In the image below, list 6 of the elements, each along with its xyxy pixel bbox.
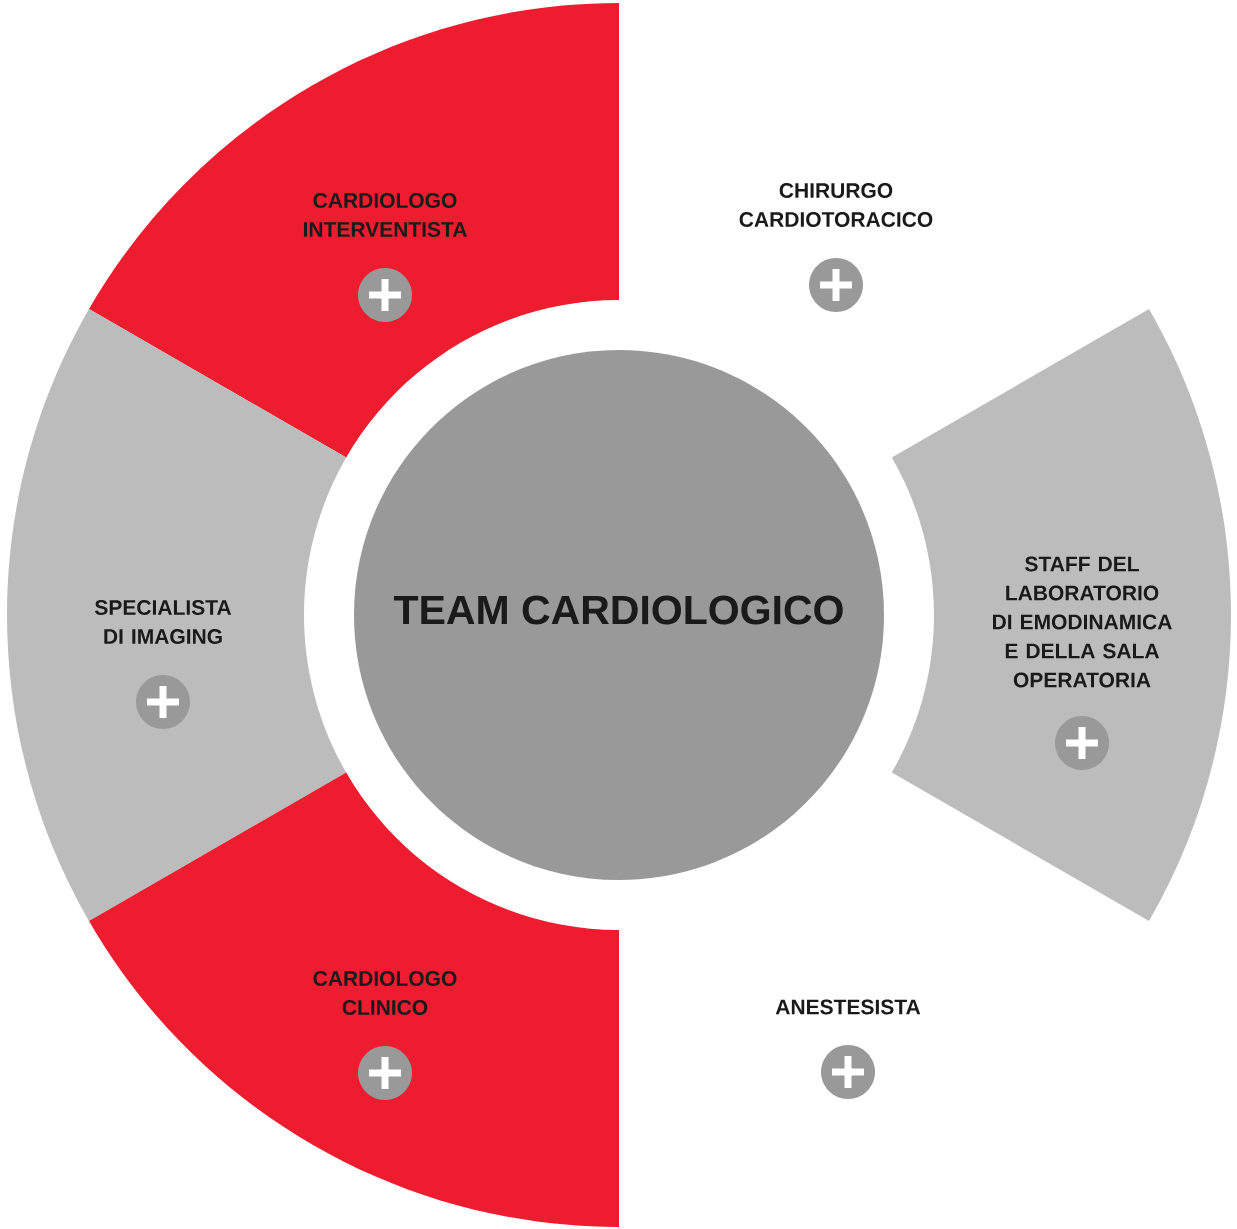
role-label: ANESTESISTA [775, 999, 921, 1015]
ring-segment: CARDIOLOGO INTERVENTISTA [89, 3, 619, 458]
ring-segment: STAFF DEL LABORATORIO DI EMODINAMICA E DELLA SALA OPERATORIA [891, 309, 1231, 921]
ring-segment: CARDIOLOGO CLINICO [89, 772, 619, 1227]
role-label: CHIRURGO CARDIOTORACICO [739, 183, 933, 227]
ring-segment: SPECIALISTA DI IMAGING [7, 309, 347, 921]
